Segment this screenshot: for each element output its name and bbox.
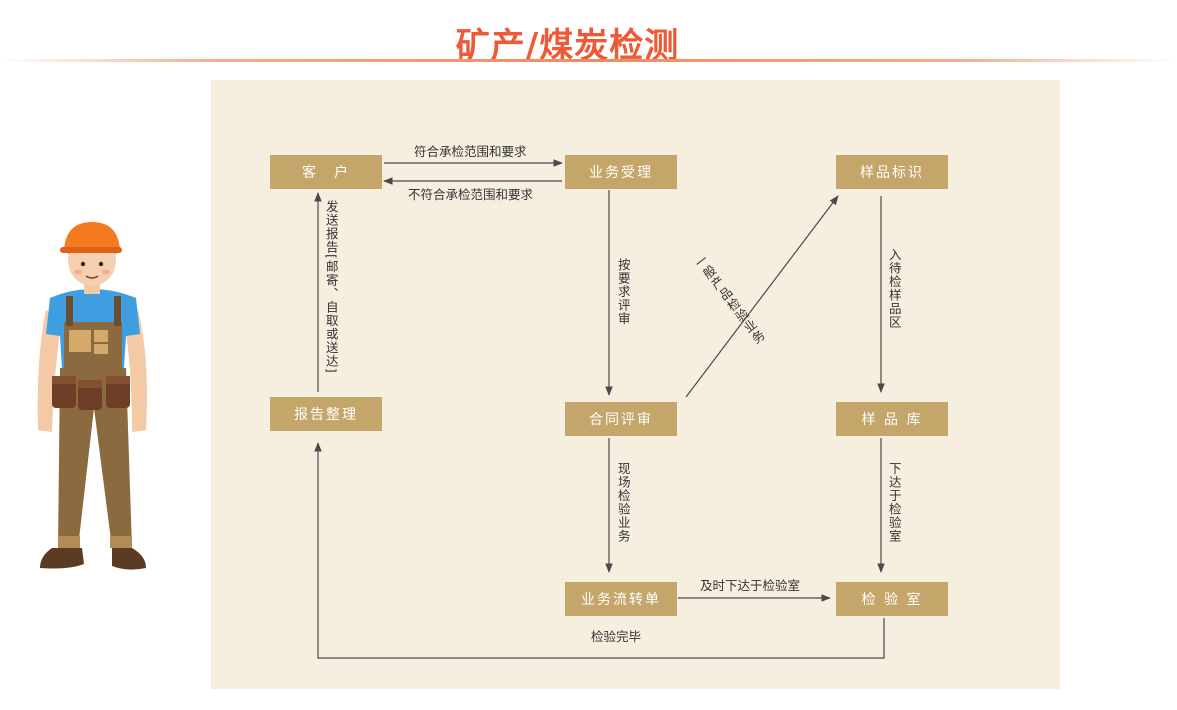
label-not-meets-scope: 不符合承检范围和要求 [408, 187, 534, 202]
node-report: 报告整理 [270, 397, 382, 431]
node-sample-id: 样品标识 [836, 155, 948, 189]
node-sample-store: 样 品 库 [836, 402, 948, 436]
node-flow-sheet: 业务流转单 [565, 582, 677, 616]
label-onsite: 现场检验业务 [615, 462, 631, 543]
arrow-done-return [314, 442, 885, 659]
node-lab: 检 验 室 [836, 582, 948, 616]
label-to-pending: 入待检样品区 [886, 248, 902, 329]
label-issue-timely: 及时下达于检验室 [700, 578, 801, 593]
label-meets-scope: 符合承检范围和要求 [414, 144, 527, 159]
label-to-lab: 下达于检验室 [886, 462, 902, 543]
node-acceptance: 业务受理 [565, 155, 677, 189]
node-customer: 客 户 [270, 155, 382, 189]
node-contract: 合同评审 [565, 402, 677, 436]
label-send-report: 发送报告[邮寄、自取或送达] [323, 200, 339, 374]
label-done: 检验完毕 [591, 629, 642, 644]
title-divider [0, 59, 1177, 62]
arrow-general-product [685, 195, 839, 398]
label-review: 按要求评审 [615, 258, 631, 326]
worker-illustration [37, 222, 147, 570]
